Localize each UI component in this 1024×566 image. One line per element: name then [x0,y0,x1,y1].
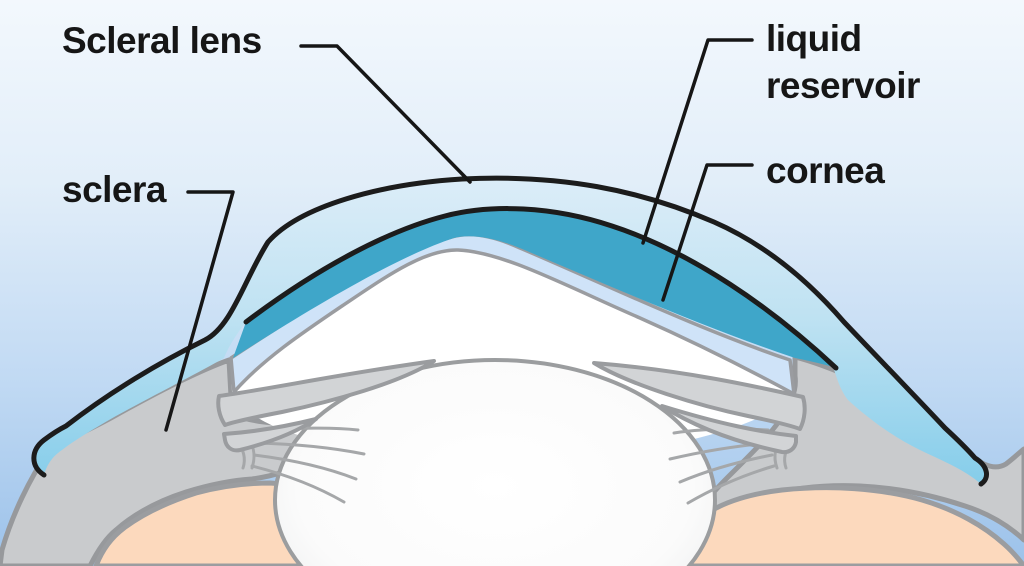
label-liquid-reservoir: liquid reservoir [766,18,920,106]
iris-left-shape [216,359,436,427]
liquid-reservoir-shape [233,208,858,374]
leader-line-sclera [164,190,235,432]
label-sclera: sclera [62,169,167,210]
leader-line-scleral-lens [299,44,472,184]
scleral-lens-inner-outline [243,206,839,371]
iris-right-shape [592,361,807,431]
leader-line-liquid-reservoir [641,38,754,245]
scleral-lens-shape [33,178,987,485]
label-scleral-lens: Scleral lens [62,20,262,61]
ciliary-process-left-shape [222,417,318,453]
leader-line-cornea [661,163,754,302]
scleral-lens-outer-outline [31,175,989,487]
ciliary-process-right-shape [660,404,798,455]
crystalline-lens-shape [273,358,717,566]
label-cornea: cornea [766,150,885,191]
